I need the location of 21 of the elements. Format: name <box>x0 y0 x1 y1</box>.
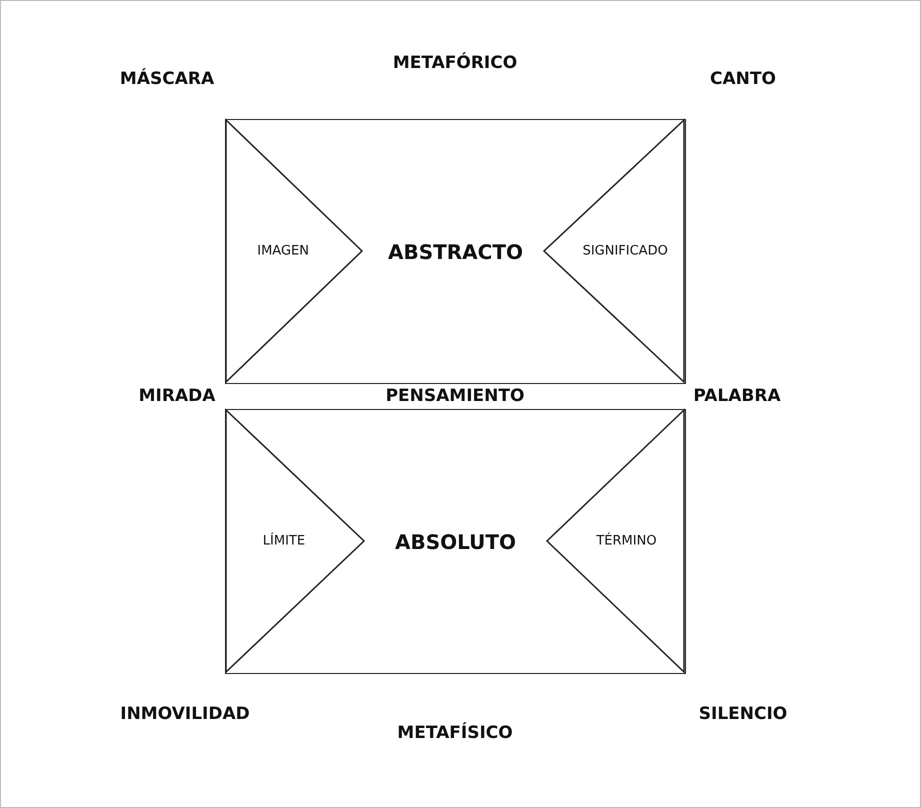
concept-label: PENSAMIENTO <box>386 386 524 406</box>
rectangle-box <box>225 409 686 674</box>
triangle-label: LÍMITE <box>262 534 306 548</box>
concept-label: METAFÓRICO <box>392 53 518 73</box>
concept-label: PALABRA <box>693 386 781 406</box>
center-label: ABSOLUTO <box>394 530 516 554</box>
rectangle-box <box>225 119 686 384</box>
triangle-shape <box>544 120 684 382</box>
concept-label: SILENCIO <box>698 704 788 724</box>
triangle-shape <box>226 410 364 672</box>
concept-label: INMOVILIDAD <box>120 704 250 724</box>
concept-label: METAFÍSICO <box>397 723 513 743</box>
concept-label: MÁSCARA <box>120 69 214 89</box>
center-label: ABSTRACTO <box>388 240 523 264</box>
triangle-shape <box>547 410 684 672</box>
concept-label: MIRADA <box>138 386 216 406</box>
triangle-label: SIGNIFICADO <box>582 244 668 258</box>
triangle-shape <box>226 120 362 382</box>
concept-label: CANTO <box>710 69 776 89</box>
triangle-label: TÉRMINO <box>596 534 657 548</box>
triangle-label: IMAGEN <box>257 244 309 258</box>
